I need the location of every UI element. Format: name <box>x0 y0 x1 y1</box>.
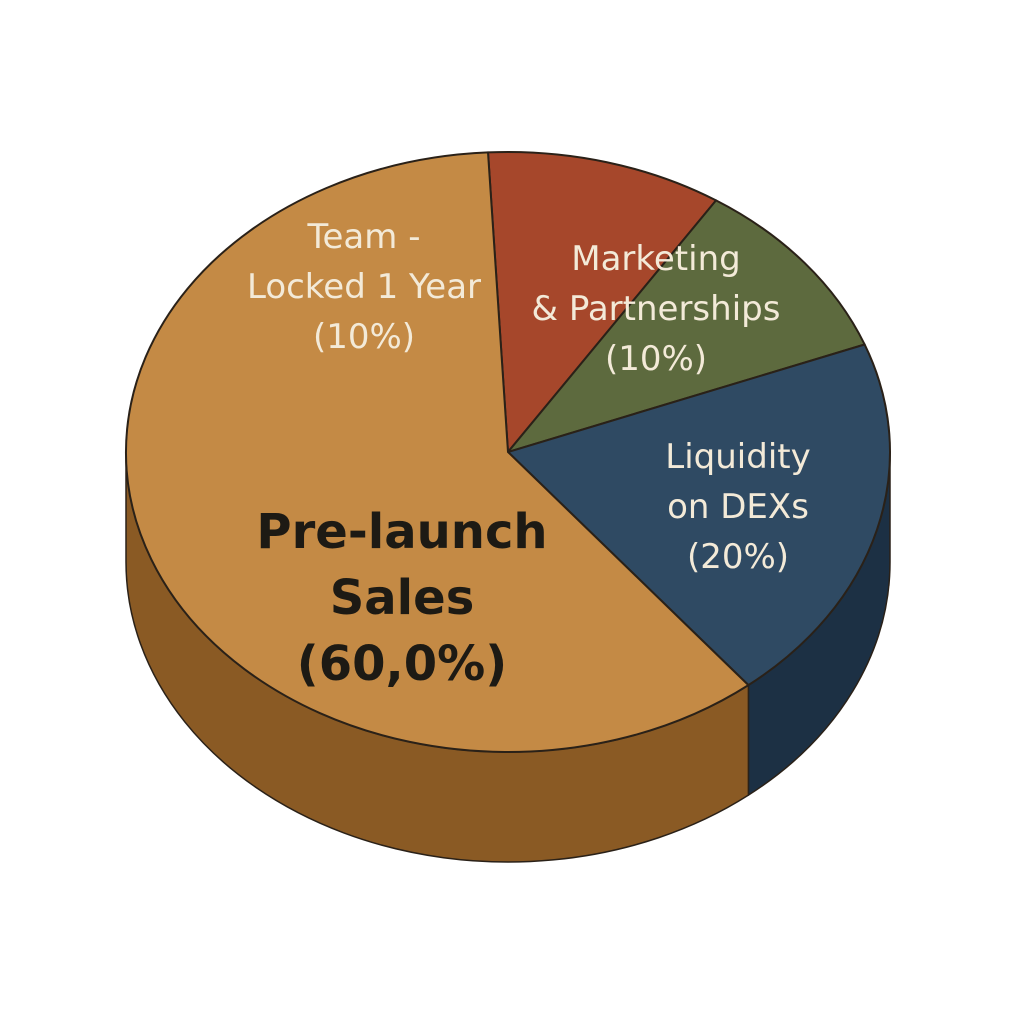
slice-label-line: (10%) <box>313 317 415 357</box>
pie-slice-presale <box>125 151 750 753</box>
slice-label-liquidity: Liquidity on DEXs (20%) <box>665 437 810 577</box>
slice-label-line: & Partnerships <box>532 289 781 329</box>
slice-label-line: on DEXs <box>667 487 809 527</box>
slice-label-line: Pre-launch <box>256 504 547 560</box>
pie-slice-marketing <box>507 199 866 453</box>
slice-label-line: Team - <box>307 217 421 257</box>
slice-label-line: Marketing <box>571 239 740 279</box>
slice-label-line: (20%) <box>687 537 789 577</box>
slice-label-line: Liquidity <box>665 437 810 477</box>
pie-labels: Team - Locked 1 Year (10%) Marketing & Partn… <box>247 217 811 692</box>
slice-label-line: Locked 1 Year <box>247 267 481 307</box>
pie-slice-liquidity <box>507 343 891 687</box>
slice-label-team: Team - Locked 1 Year (10%) <box>247 217 481 357</box>
slice-label-line: (10%) <box>605 339 707 379</box>
pie-slice-team <box>487 151 718 453</box>
slice-label-line: Sales <box>330 570 475 626</box>
pie-top-slices <box>125 151 891 753</box>
slice-label-marketing: Marketing & Partnerships (10%) <box>532 239 781 379</box>
slice-label-line: (60,0%) <box>297 636 507 692</box>
